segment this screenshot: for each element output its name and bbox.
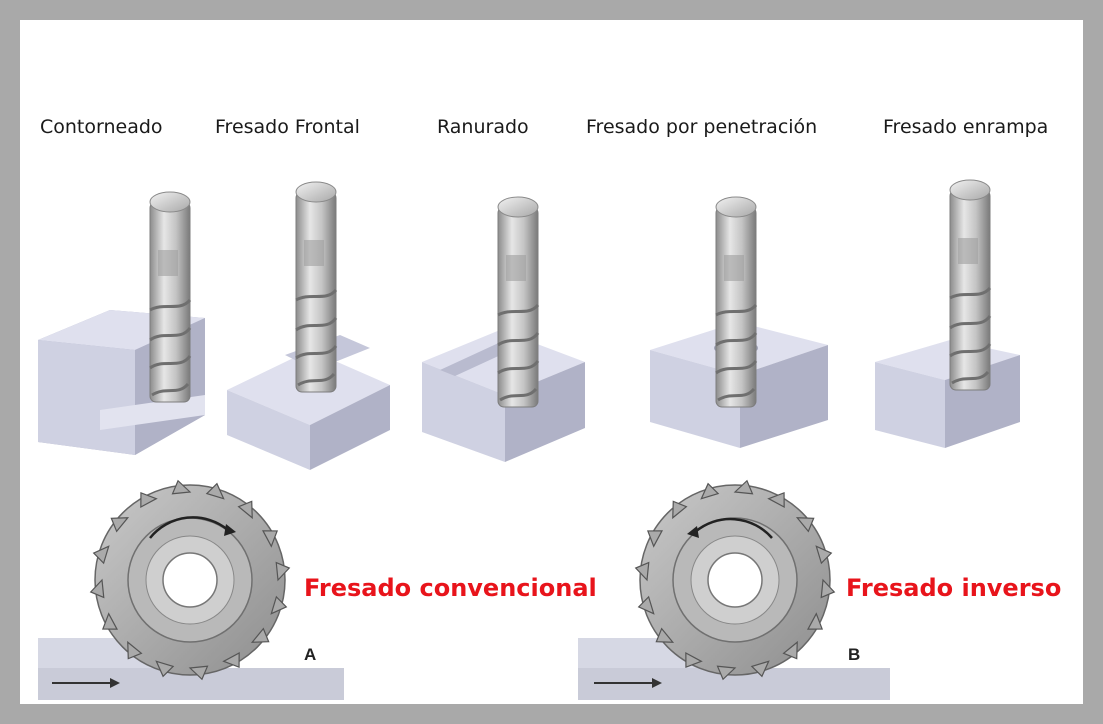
cutter-tooth bbox=[270, 595, 288, 615]
label-ranurado: Ranurado bbox=[437, 116, 529, 138]
penetracion-tool bbox=[714, 195, 758, 409]
cutter-tooth bbox=[685, 651, 703, 669]
cutter-tooth bbox=[815, 545, 833, 565]
cutter-tooth bbox=[806, 612, 824, 630]
cutter-tooth bbox=[250, 627, 270, 643]
cutter-tooth bbox=[672, 500, 688, 520]
contorneado-tool bbox=[148, 190, 192, 404]
climb-milling-figure bbox=[578, 479, 890, 700]
cutter-wheel-a bbox=[89, 479, 291, 681]
label-contorneado: Contorneado bbox=[40, 116, 163, 138]
cutter-tooth bbox=[733, 479, 754, 495]
conventional-milling-figure bbox=[38, 479, 344, 700]
label-fresado-convencional: Fresado convencional bbox=[304, 574, 597, 602]
rotation-arrow-a bbox=[149, 516, 229, 539]
cutter-tooth bbox=[655, 627, 675, 643]
letter-a: A bbox=[304, 645, 317, 664]
cutter-tooth bbox=[782, 640, 798, 660]
cutter-tooth bbox=[275, 561, 291, 582]
cutter-tooth bbox=[261, 530, 279, 548]
feed-arrowhead-b bbox=[652, 678, 662, 688]
ranurado-block-front bbox=[422, 362, 505, 462]
cutter-tooth bbox=[716, 665, 737, 681]
cutter-tooth bbox=[646, 530, 664, 548]
penetracion-figure bbox=[650, 195, 828, 448]
cutter-tooth bbox=[237, 500, 253, 520]
contorneado-figure bbox=[38, 190, 205, 455]
frontal-block-right bbox=[310, 385, 390, 470]
label-fresado-inverso: Fresado inverso bbox=[846, 574, 1062, 602]
enrampa-tool bbox=[948, 178, 992, 392]
penetracion-block-right bbox=[740, 345, 828, 448]
cutter-tooth bbox=[222, 651, 240, 669]
ranurado-tool bbox=[496, 195, 540, 409]
cutter-tooth bbox=[92, 545, 110, 565]
cutter-tooth bbox=[820, 578, 836, 599]
cutter-tooth bbox=[188, 665, 209, 681]
cutter-tooth bbox=[700, 482, 720, 500]
cutter-tooth bbox=[637, 595, 655, 615]
label-fresado-frontal: Fresado Frontal bbox=[215, 116, 360, 138]
cutter-tooth bbox=[89, 578, 105, 599]
cutter-tooth bbox=[767, 491, 785, 509]
cutter-tooth bbox=[750, 660, 770, 678]
cutter-tooth bbox=[101, 612, 119, 630]
label-fresado-penetracion: Fresado por penetración bbox=[586, 116, 818, 138]
feed-arrowhead-a bbox=[110, 678, 120, 688]
cutter-tooth bbox=[205, 482, 225, 500]
rotation-arrow-b bbox=[694, 517, 773, 539]
cutter-tooth bbox=[127, 640, 143, 660]
contorneado-block-front bbox=[38, 340, 135, 455]
contorneado-step bbox=[100, 395, 205, 430]
frontal-tool bbox=[294, 180, 338, 394]
frontal-block-front bbox=[227, 390, 310, 470]
fresado-frontal-figure bbox=[227, 180, 390, 470]
cutter-tooth bbox=[140, 491, 158, 509]
ranurado-figure bbox=[422, 195, 585, 462]
cutter-wheel-b bbox=[634, 479, 836, 681]
enrampa-block-front bbox=[875, 362, 945, 448]
cutter-tooth bbox=[634, 561, 650, 582]
cutter-tooth bbox=[110, 517, 130, 533]
cutter-tooth bbox=[171, 479, 192, 495]
enrampa-figure bbox=[875, 178, 1020, 448]
cutter-tooth bbox=[155, 660, 175, 678]
label-fresado-enrampa: Fresado enrampa bbox=[883, 116, 1049, 138]
letter-b: B bbox=[848, 645, 861, 664]
cutter-tooth bbox=[795, 517, 815, 533]
